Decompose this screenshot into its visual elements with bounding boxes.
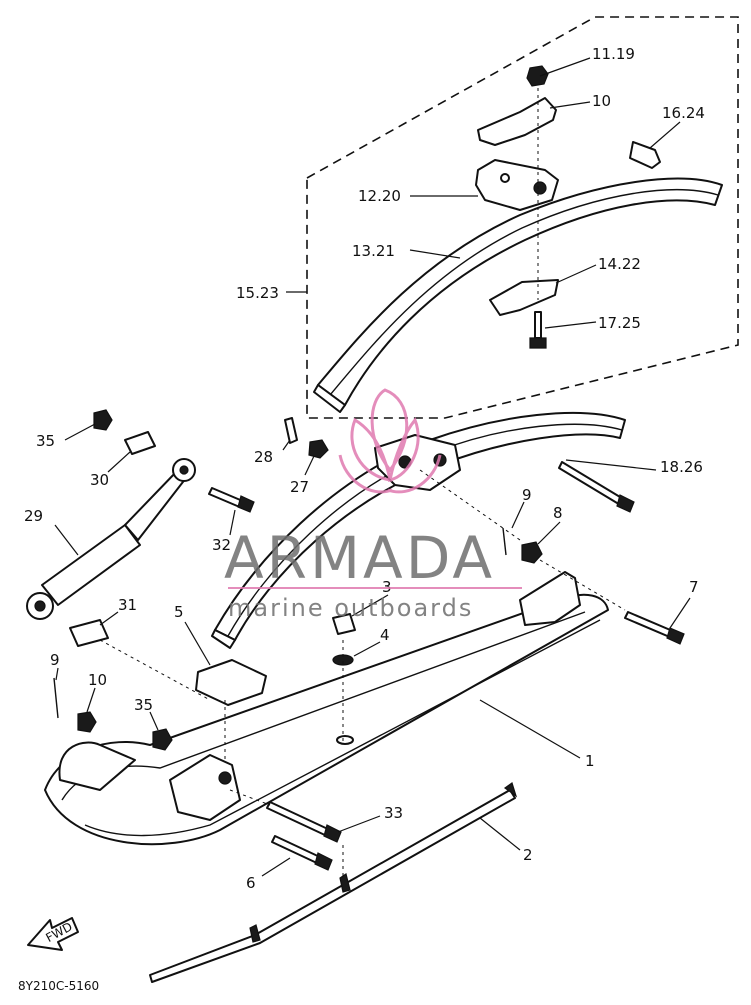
lotus-icon [338,388,442,494]
callout-33: 32 [212,536,231,554]
callout-34: 33 [384,804,403,822]
spring-clamp-bracket [475,159,559,211]
callout-14-22: 14.22 [598,255,641,273]
callout-27: 18.26 [660,458,703,476]
shock-absorber [26,458,196,620]
callout-5: 5 [174,603,184,621]
callout-31: 30 [90,471,109,489]
lower-clamp [489,279,559,316]
forward-arrow-icon: FWD [27,917,79,951]
wear-bar [149,782,518,983]
bolt-27 [558,461,635,513]
drawing-code: 8Y210C-5160 [18,979,99,993]
callouts: 11.19 10 16.24 12.20 13.21 14.22 15.23 1… [24,45,705,892]
bolt-33 [208,487,255,513]
callout-12-20: 13.21 [352,242,395,260]
callout-15-23: 17.25 [598,314,641,332]
callout-2: 2 [523,846,533,864]
callout-29: 28 [254,448,273,466]
callout-11-19: 15.23 [236,284,279,302]
spring-clip [477,97,557,146]
callout-28: 27 [290,478,309,496]
callout-32: 31 [118,596,137,614]
ski-front-bracket [169,754,241,821]
bolt-7 [624,611,685,645]
callout-8: 8 [553,504,563,522]
callout-18-26: 16.24 [662,104,705,122]
collar-3 [332,613,356,635]
watermark-brand: ARMADA [224,524,495,592]
callout-9-upper: 9 [522,486,532,504]
callout-17-25: 11.19 [592,45,635,63]
collar-32 [69,619,109,647]
callout-4: 4 [380,626,390,644]
nut-10 [77,711,97,733]
callout-9-lower: 9 [50,651,60,669]
ski-rear-bracket [519,571,581,626]
callout-35-top: 35 [36,432,55,450]
collar-29 [284,417,298,444]
watermark-tagline: marine outboards [228,594,473,622]
callout-35-lower: 35 [134,696,153,714]
nut-35-top [93,409,113,431]
cotter-pin-lower [53,677,59,719]
nut-8 [521,541,543,564]
callout-6: 6 [246,874,256,892]
ski-body [44,593,609,846]
nut-28 [308,439,329,459]
callout-16-24: 10 [592,92,611,110]
callout-7: 7 [689,578,699,596]
nut-35-lower [152,728,173,751]
subassembly-boundary [306,16,739,419]
bolt-34 [266,801,342,843]
callout-1: 1 [585,752,595,770]
armada-watermark-logo: ARMADA marine outboards [224,388,522,622]
nut-top [526,65,549,87]
cotter-pin-upper [502,527,507,556]
callout-30: 29 [24,507,43,525]
collar-upper [629,141,661,169]
callout-13-21: 12.20 [358,187,401,205]
clamp-bolt [529,311,547,349]
callout-10: 10 [88,671,107,689]
collar-31 [124,431,156,455]
wear-pad [195,659,267,706]
bolt-6 [271,835,333,871]
upper-leaf-spring [313,177,723,413]
